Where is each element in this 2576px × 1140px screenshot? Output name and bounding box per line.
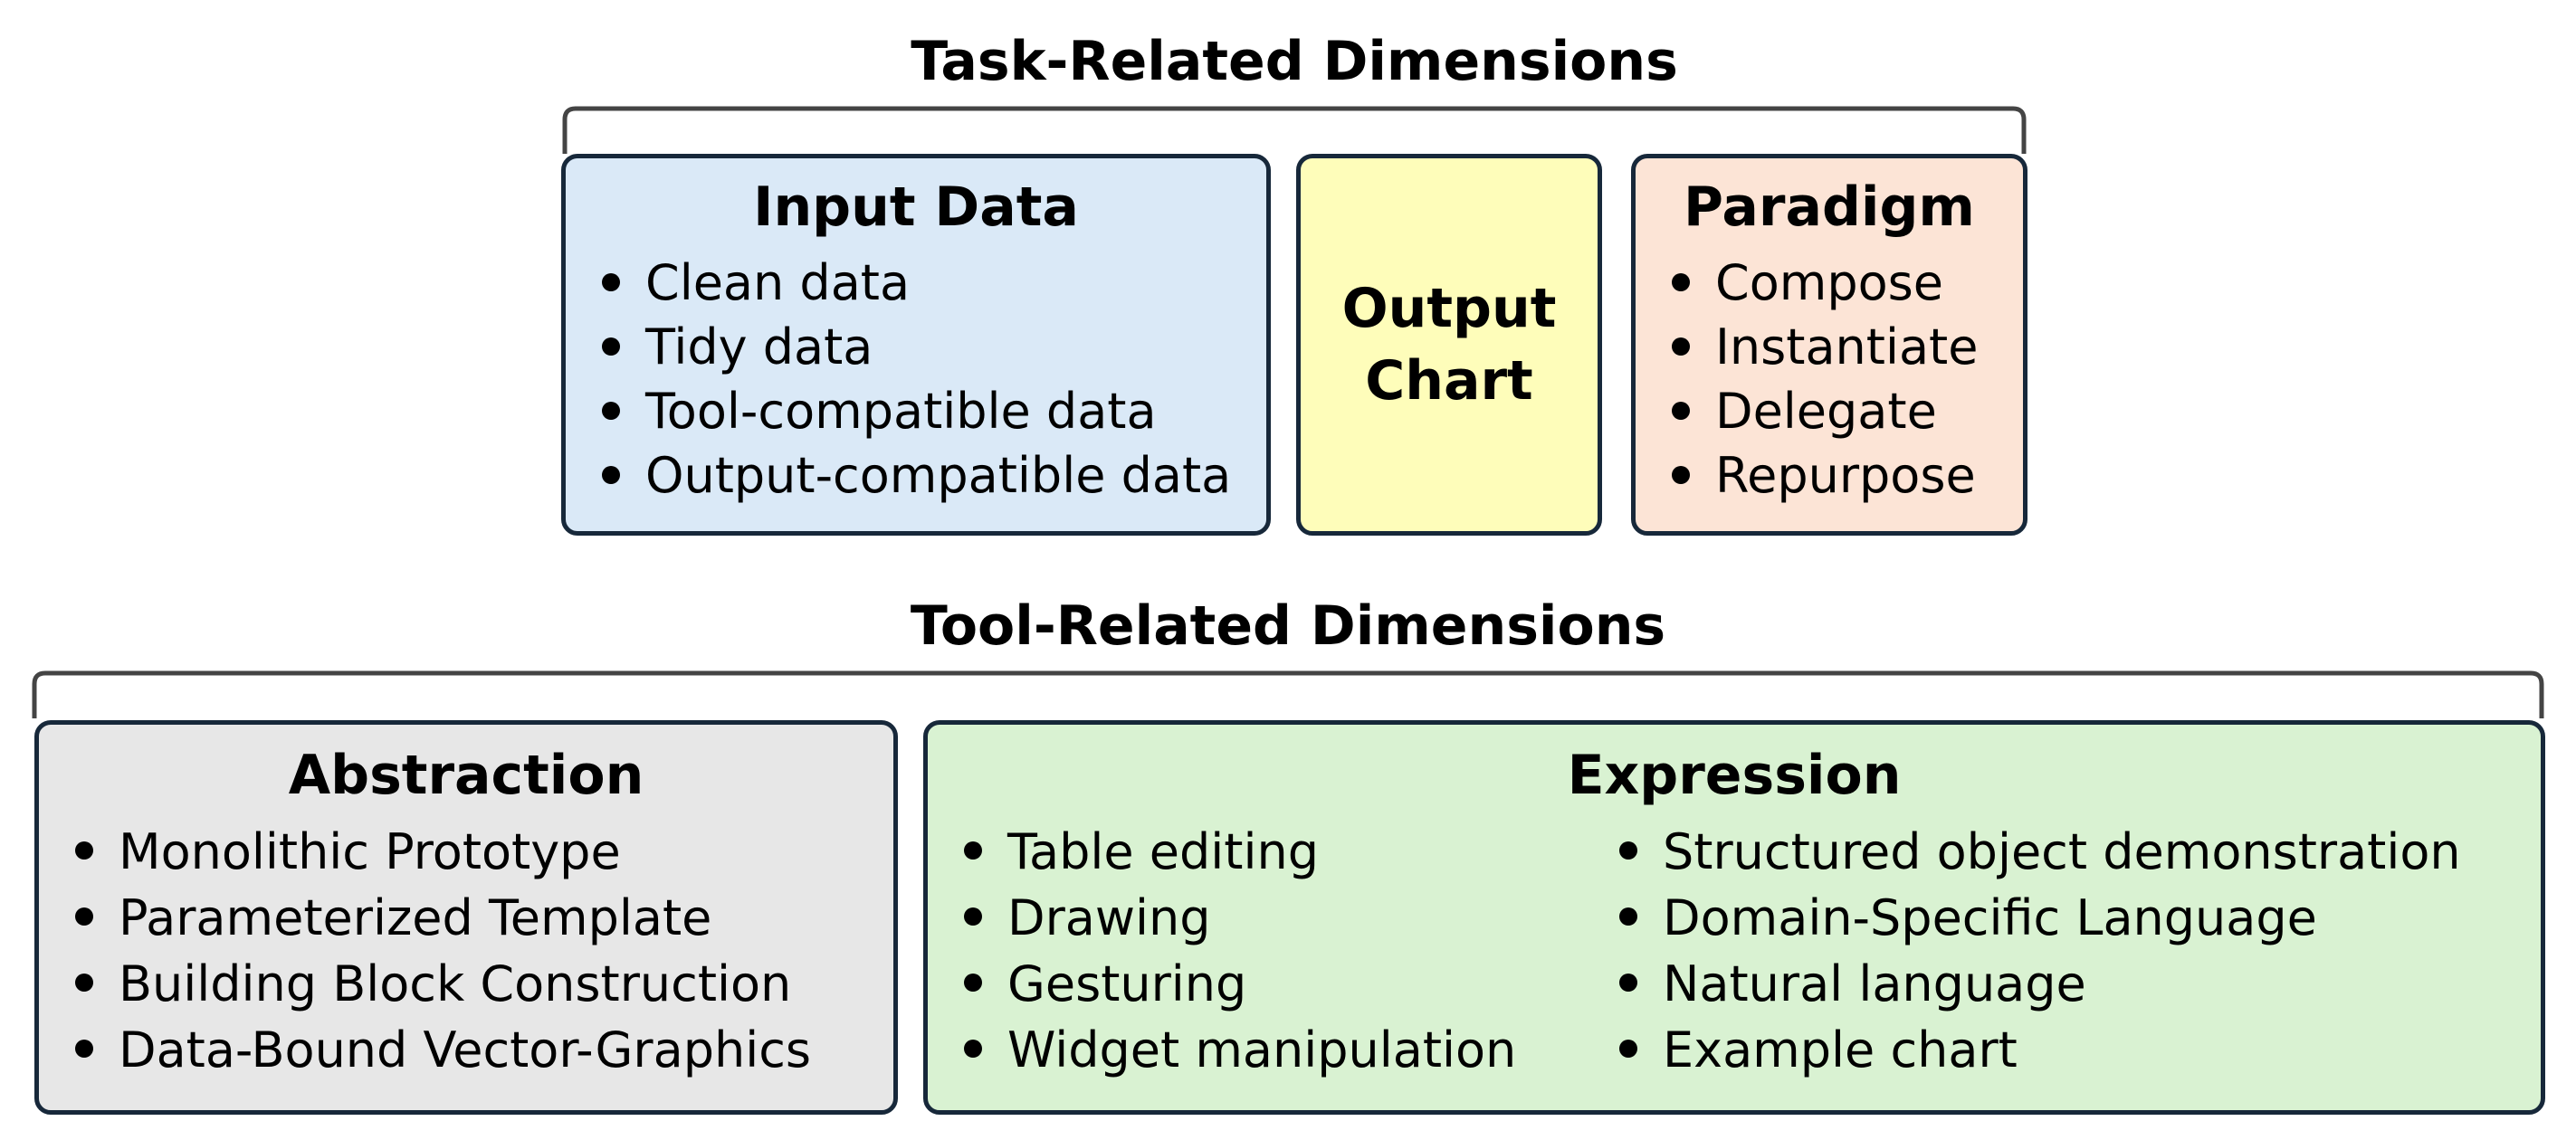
list-item: Structured object demonstration (1610, 819, 2461, 885)
list-item-label: Data-Bound Vector-Graphics (119, 1021, 812, 1078)
bullet-icon (1672, 466, 1690, 484)
bullet-icon (964, 974, 982, 992)
bullet-icon (602, 337, 620, 356)
list-item-label: Gesturing (1007, 955, 1247, 1012)
list-item-label: Table editing (1007, 823, 1319, 880)
list-item-label: Drawing (1007, 889, 1211, 946)
list-item: Example chart (1610, 1017, 2461, 1083)
bullet-icon (1619, 974, 1637, 992)
list-item-label: Widget manipulation (1007, 1021, 1517, 1078)
bullet-icon (964, 907, 982, 926)
list-item: Tool-compatible data (593, 379, 1266, 443)
list-item: Building Block Construction (66, 951, 893, 1017)
list-item-label: Delegate (1715, 383, 1937, 440)
list-item-label: Tool-compatible data (645, 383, 1157, 440)
list-item: Widget manipulation (955, 1017, 1516, 1083)
list-item: Output-compatible data (593, 443, 1266, 508)
paradigm-title: Paradigm (1684, 176, 1975, 239)
list-item: Tidy data (593, 315, 1266, 379)
list-item: Domain-Specific Language (1610, 885, 2461, 951)
expression-column-right: Structured object demonstration Domain-S… (1610, 819, 2461, 1083)
list-item-label: Monolithic Prototype (119, 823, 621, 880)
bullet-icon (602, 402, 620, 420)
expression-list-right: Structured object demonstration Domain-S… (1610, 819, 2461, 1083)
bullet-icon (602, 273, 620, 291)
bullet-icon (1619, 907, 1637, 926)
paradigm-list: Compose Instantiate Delegate Repurpose (1663, 251, 2023, 508)
bullet-icon (1672, 402, 1690, 420)
list-item: Instantiate (1663, 315, 2023, 379)
list-item: Parameterized Template (66, 885, 893, 951)
list-item: Clean data (593, 251, 1266, 315)
list-item: Table editing (955, 819, 1516, 885)
bullet-icon (75, 841, 93, 860)
bullet-icon (964, 841, 982, 860)
input-data-title: Input Data (753, 176, 1079, 239)
tool-section-bracket (32, 670, 2544, 718)
list-item: Repurpose (1663, 443, 2023, 508)
bullet-icon (1672, 273, 1690, 291)
list-item: Compose (1663, 251, 2023, 315)
list-item-label: Parameterized Template (119, 889, 712, 946)
input-data-list: Clean data Tidy data Tool-compatible dat… (593, 251, 1266, 508)
list-item-label: Example chart (1663, 1021, 2018, 1078)
list-item-label: Structured object demonstration (1663, 823, 2461, 880)
input-data-box: Input Data Clean data Tidy data Tool-com… (561, 154, 1271, 536)
tool-related-dimensions-title: Tool-Related Dimensions (910, 594, 1666, 658)
list-item: Monolithic Prototype (66, 819, 893, 885)
task-section-bracket (562, 106, 2027, 154)
expression-box: Expression Table editing Drawing Gesturi… (923, 720, 2545, 1115)
abstraction-title: Abstraction (288, 744, 644, 807)
list-item: Data-Bound Vector-Graphics (66, 1017, 893, 1083)
expression-list-left: Table editing Drawing Gesturing Widget m… (955, 819, 1516, 1083)
list-item: Gesturing (955, 951, 1516, 1017)
bullet-icon (1672, 337, 1690, 356)
expression-title: Expression (1567, 744, 1902, 807)
bullet-icon (1619, 1040, 1637, 1058)
bullet-icon (1619, 841, 1637, 860)
list-item: Delegate (1663, 379, 2023, 443)
list-item-label: Repurpose (1715, 447, 1976, 504)
output-chart-box: Output Chart (1296, 154, 1602, 536)
list-item: Natural language (1610, 951, 2461, 1017)
list-item-label: Compose (1715, 254, 1944, 311)
bullet-icon (75, 1040, 93, 1058)
expression-columns: Table editing Drawing Gesturing Widget m… (928, 819, 2541, 1090)
paradigm-box: Paradigm Compose Instantiate Delegate Re… (1631, 154, 2027, 536)
task-related-dimensions-title: Task-Related Dimensions (911, 30, 1678, 93)
output-chart-title: Output Chart (1341, 277, 1557, 413)
list-item-label: Tidy data (645, 318, 873, 375)
list-item-label: Output-compatible data (645, 447, 1232, 504)
bullet-icon (602, 466, 620, 484)
list-item-label: Natural language (1663, 955, 2086, 1012)
list-item: Drawing (955, 885, 1516, 951)
list-item-label: Instantiate (1715, 318, 1979, 375)
expression-column-left: Table editing Drawing Gesturing Widget m… (955, 819, 1516, 1083)
bullet-icon (964, 1040, 982, 1058)
list-item-label: Clean data (645, 254, 911, 311)
abstraction-list: Monolithic Prototype Parameterized Templ… (66, 819, 893, 1083)
list-item-label: Domain-Specific Language (1663, 889, 2317, 946)
bullet-icon (75, 974, 93, 992)
list-item-label: Building Block Construction (119, 955, 792, 1012)
bullet-icon (75, 907, 93, 926)
abstraction-box: Abstraction Monolithic Prototype Paramet… (34, 720, 898, 1115)
